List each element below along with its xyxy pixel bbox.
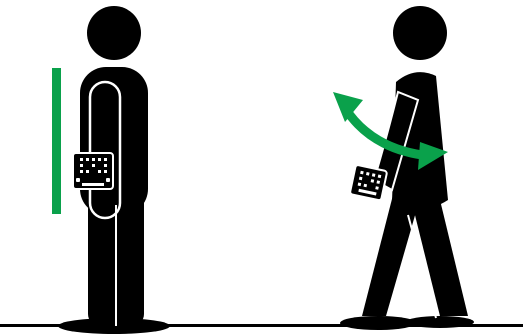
walking-leg-back <box>362 195 420 316</box>
walking-head <box>393 6 447 60</box>
microbit-icon <box>73 153 113 189</box>
vertical-bar-icon <box>52 68 61 214</box>
walking-shadow-back <box>340 316 416 330</box>
microbit-icon <box>350 165 388 201</box>
standing-head <box>87 6 141 60</box>
swing-arrow-head-top <box>333 92 363 122</box>
walking-shadow-front <box>406 316 474 328</box>
standing-leg-right <box>116 190 144 326</box>
